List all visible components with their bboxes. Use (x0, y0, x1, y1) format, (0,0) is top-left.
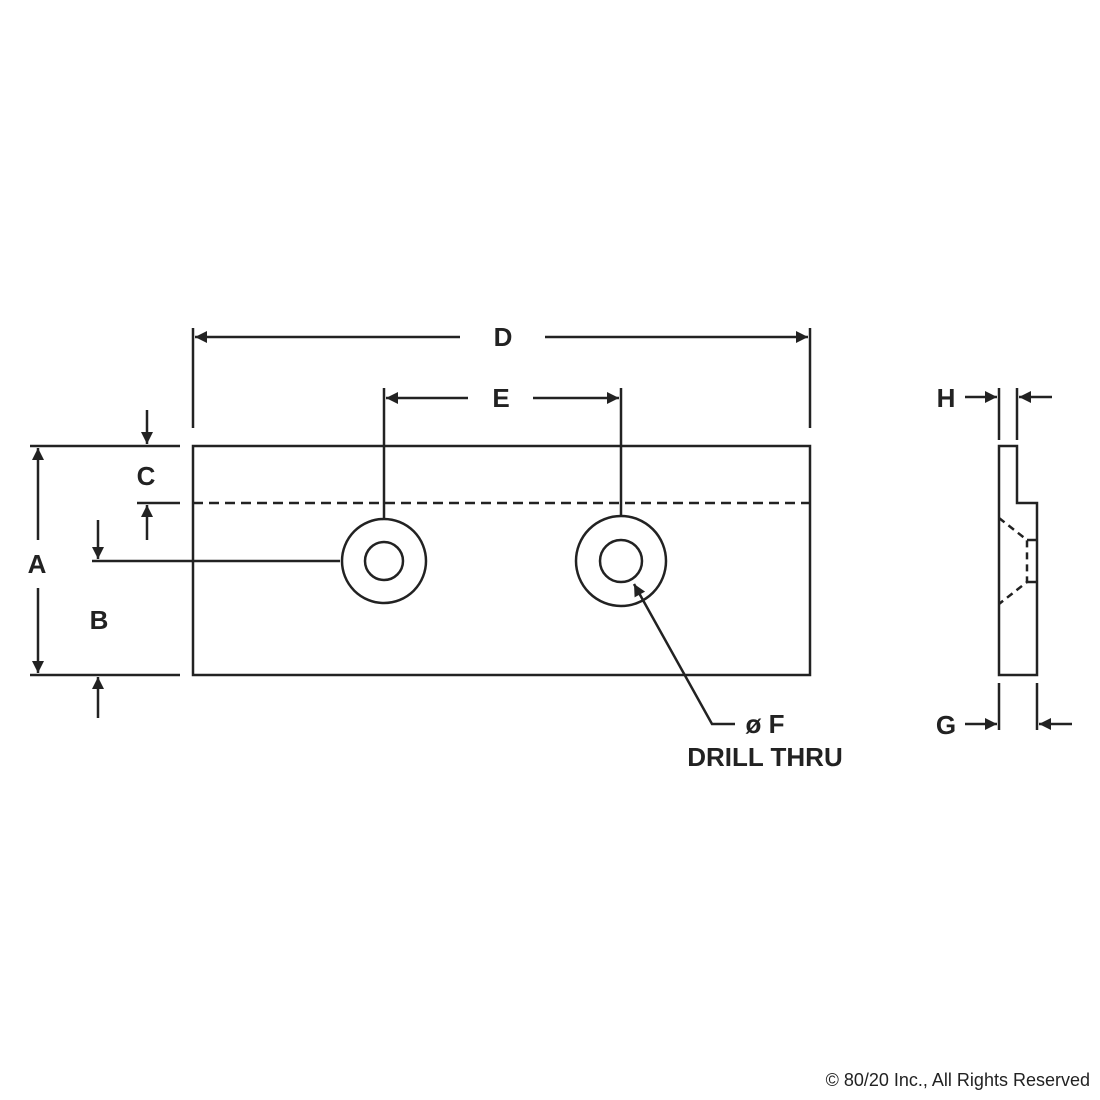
dimension-g (965, 683, 1072, 730)
copyright-notice: © 80/20 Inc., All Rights Reserved (825, 1070, 1090, 1090)
dimension-a (30, 444, 180, 677)
label-h: H (937, 383, 956, 413)
label-e: E (492, 383, 509, 413)
label-drill-thru: DRILL THRU (687, 742, 843, 772)
label-f-diameter: ø F (746, 709, 785, 739)
dimension-b (92, 520, 340, 718)
dimension-c (137, 410, 180, 540)
label-d: D (494, 322, 513, 352)
hole-callout-leader (632, 583, 735, 726)
hole-right (574, 514, 668, 608)
dimension-d (191, 328, 812, 428)
dimension-e (382, 388, 623, 520)
label-b: B (90, 605, 109, 635)
hole-left (340, 517, 428, 605)
label-a: A (28, 549, 47, 579)
dimension-h (965, 388, 1052, 440)
plate-side-view (997, 444, 1039, 677)
label-c: C (137, 461, 156, 491)
label-g: G (936, 710, 956, 740)
